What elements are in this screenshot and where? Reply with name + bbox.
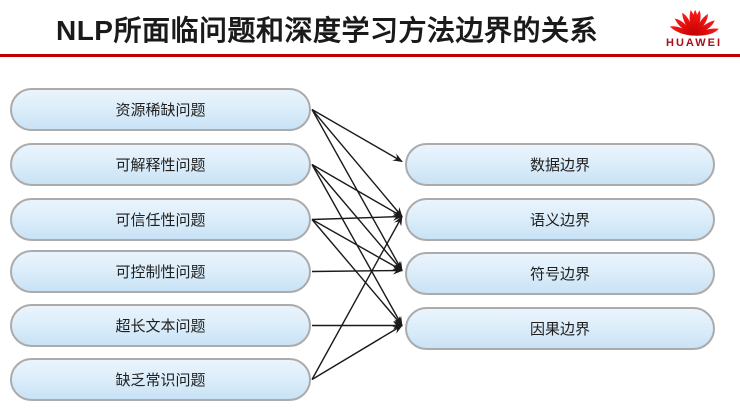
boundary-label: 因果边界 [529,321,590,338]
problem-box-interpretability: 可解释性问题 [10,143,311,186]
problem-label: 缺乏常识问题 [115,372,206,389]
boundary-box-semantic: 语义边界 [405,198,715,241]
page-title: NLP所面临问题和深度学习方法边界的关系 [55,15,598,46]
problem-label: 超长文本问题 [115,318,206,335]
problem-box-trustworthiness: 可信任性问题 [10,198,311,241]
problem-label: 可控制性问题 [115,264,206,281]
boundary-box-data: 数据边界 [405,143,715,186]
arrow-trustworthiness-to-semantic-boundary [311,212,403,221]
arrow-resource-scarcity-to-symbol-boundary [311,109,403,272]
problem-box-resource-scarcity: 资源稀缺问题 [10,88,311,131]
arrow-interpretability-to-symbol-boundary [311,164,403,272]
problem-label: 可信任性问题 [115,212,206,229]
arrow-controllability-to-symbol-boundary [311,266,403,275]
arrow-trustworthiness-to-symbol-boundary [311,218,403,272]
arrow-interpretability-to-causal-boundary [311,164,403,327]
title-divider-line [0,54,740,57]
huawei-wordmark: HUAWEI [666,37,722,49]
arrow-interpretability-to-semantic-boundary [311,163,403,218]
arrow-common-sense-to-causal-boundary [311,324,403,381]
boundary-label: 符号边界 [529,266,590,283]
boundary-box-symbol: 符号边界 [405,252,715,295]
problem-box-controllability: 可控制性问题 [10,250,311,293]
huawei-flower-icon [668,9,720,37]
boundary-label: 数据边界 [529,157,590,174]
arrow-common-sense-to-semantic-boundary [311,215,403,380]
boundary-label: 语义边界 [529,212,590,229]
arrow-trustworthiness-to-causal-boundary [311,219,403,327]
problem-label: 资源稀缺问题 [115,102,206,119]
problem-box-long-text: 超长文本问题 [10,304,311,347]
problem-label: 可解释性问题 [115,157,206,174]
arrow-resource-scarcity-to-data-boundary [311,108,403,163]
huawei-logo: HUAWEI [658,3,730,53]
problem-box-common-sense: 缺乏常识问题 [10,358,311,401]
boundary-box-causal: 因果边界 [405,307,715,350]
arrow-resource-scarcity-to-semantic-boundary [311,109,403,218]
